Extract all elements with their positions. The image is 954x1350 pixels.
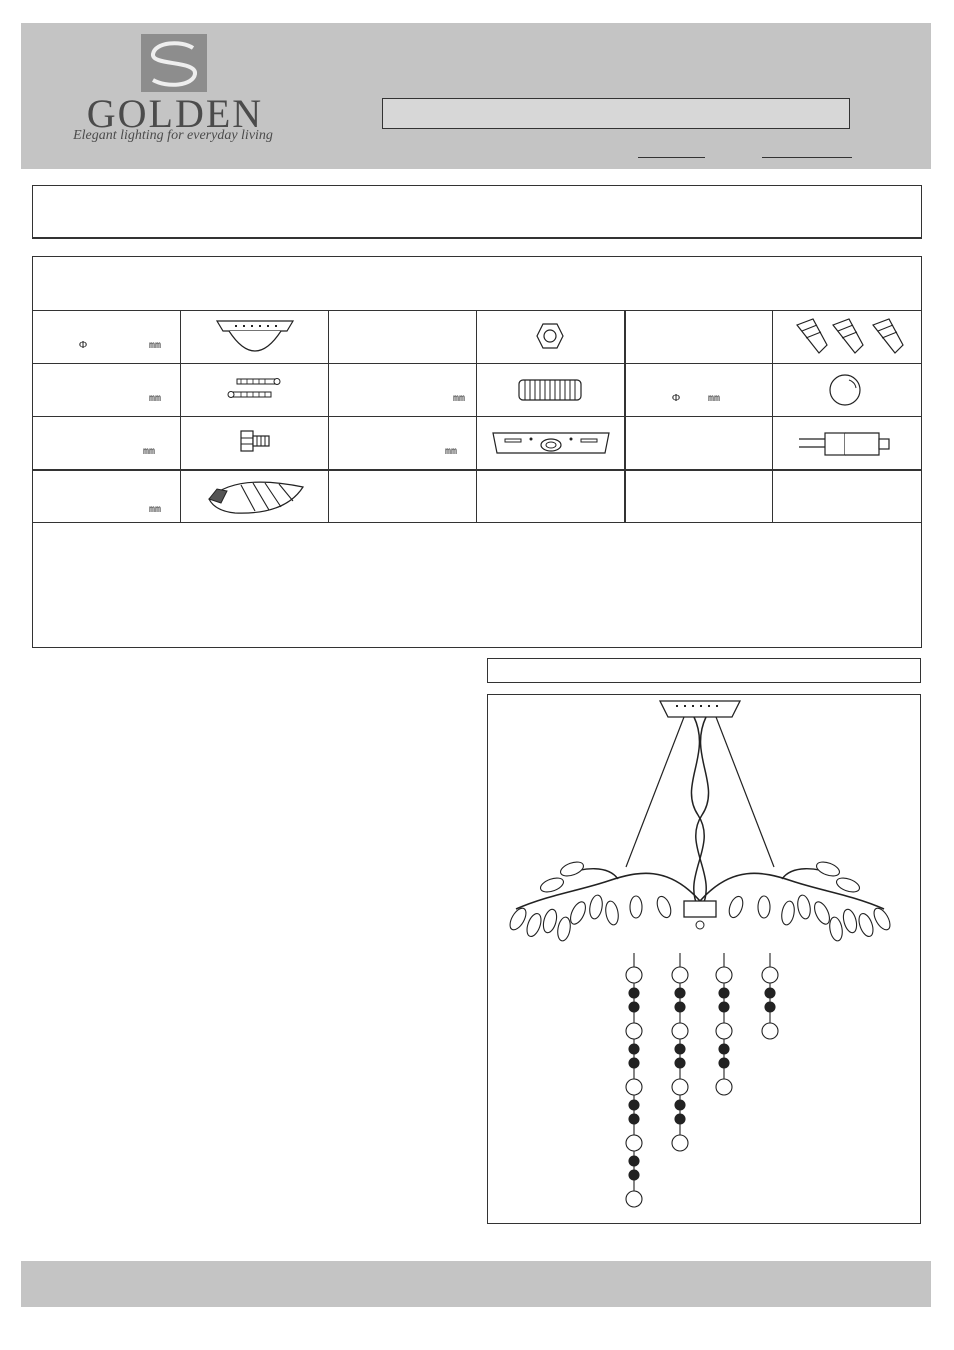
part-image-cell (773, 417, 921, 470)
part-image-cell (181, 470, 329, 523)
header-underline-left (638, 157, 705, 158)
part-label-cell: Φ mm (33, 311, 181, 364)
part-image-cell (773, 470, 921, 523)
unit-label: mm (149, 394, 162, 405)
part-image-cell (477, 470, 625, 523)
bulb-icon (799, 432, 890, 456)
figure-title-box (487, 658, 921, 683)
hex-nut-icon (536, 323, 564, 349)
brand-tagline: Elegant lighting for everyday living (73, 128, 273, 143)
unit-label: mm (149, 505, 162, 516)
part-image-cell (181, 417, 329, 470)
leaf-glass-icon (208, 481, 304, 514)
part-image-cell (477, 364, 625, 417)
parts-grid: Φ mm mm (33, 311, 921, 523)
unit-label: mm (453, 394, 466, 405)
model-number-box (382, 98, 850, 129)
unit-label: mm (708, 394, 721, 405)
part-image-cell (773, 364, 921, 417)
part-image-cell (477, 311, 625, 364)
part-label-cell: mm (33, 417, 181, 470)
parts-panel: Φ mm mm (32, 256, 922, 648)
screws-icon (227, 378, 281, 398)
unit-label: mm (149, 341, 162, 352)
part-label-cell: mm (33, 470, 181, 523)
parts-header-divider (33, 310, 921, 311)
info-box (32, 185, 922, 239)
part-label-cell: mm (329, 364, 477, 417)
part-label-cell (625, 470, 773, 523)
ball-icon (829, 374, 861, 406)
part-image-cell (773, 311, 921, 364)
mounting-bracket-icon (492, 432, 610, 454)
part-label-cell: mm (33, 364, 181, 417)
diameter-symbol: Φ (672, 392, 681, 404)
chandelier-illustration (509, 700, 891, 1208)
part-image-cell (181, 364, 329, 417)
part-label-cell (329, 470, 477, 523)
fixture-illustration-panel (487, 694, 921, 1224)
part-image-cell (181, 311, 329, 364)
part-image-cell (477, 417, 625, 470)
part-label-cell (625, 417, 773, 470)
canopy-icon (215, 320, 295, 352)
wire-nuts-icon (796, 318, 904, 354)
bolt-icon (240, 430, 270, 452)
unit-label: mm (143, 447, 156, 458)
part-label-cell (329, 311, 477, 364)
logo-mark-icon (141, 34, 207, 92)
footer-band (21, 1261, 931, 1307)
part-label-cell: Φ mm (625, 364, 773, 417)
brand-name: GOLDEN (86, 91, 264, 136)
diameter-symbol: Φ (79, 339, 88, 351)
part-label-cell: mm (329, 417, 477, 470)
unit-label: mm (445, 447, 458, 458)
header-underline-right (762, 157, 852, 158)
part-label-cell (625, 311, 773, 364)
threaded-pipe-icon (518, 379, 582, 401)
